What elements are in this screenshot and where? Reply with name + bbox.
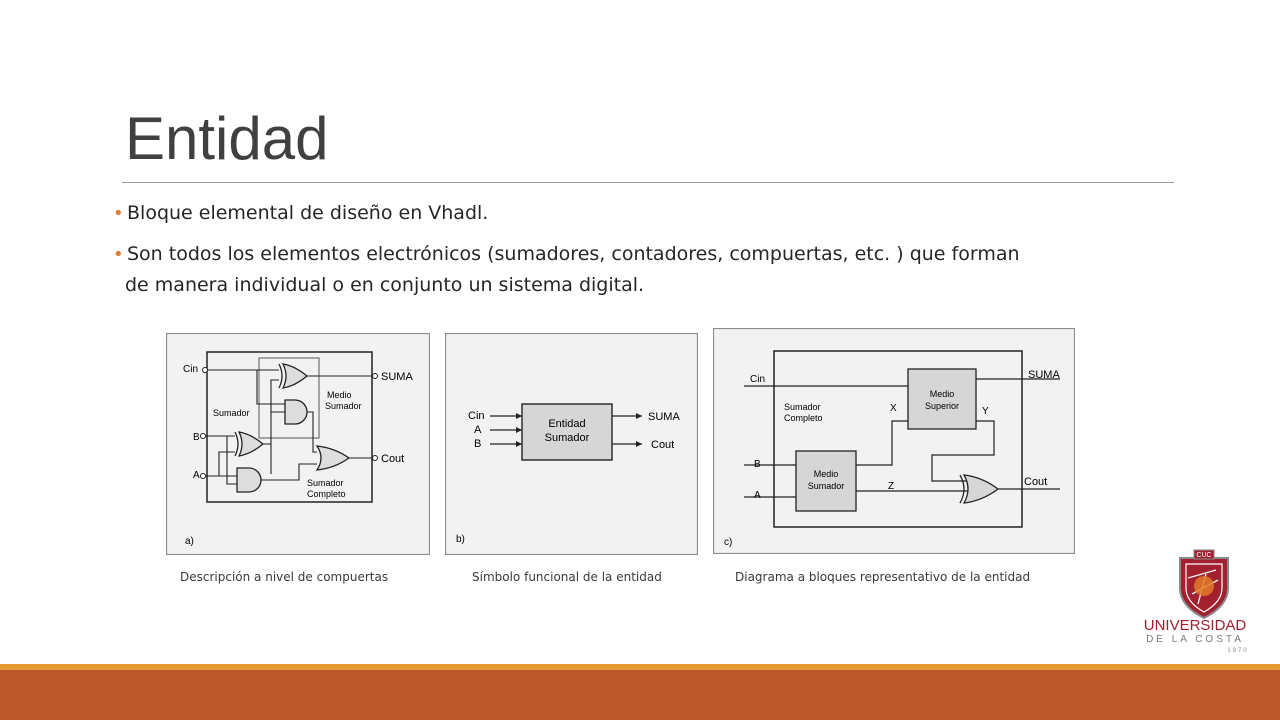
label-cin: Cin (750, 374, 765, 385)
label-medio-sumador-1: Medio (814, 469, 839, 479)
logo-name: UNIVERSIDAD (1144, 617, 1247, 634)
label-completo: Completo (307, 489, 346, 499)
university-crest-icon: CUC UNIVERSIDAD DE LA COSTA 1970 (1144, 549, 1248, 654)
title-divider (122, 182, 1174, 183)
footer-bar (0, 670, 1280, 720)
label-cout: Cout (651, 439, 674, 451)
label-sumador: Sumador (545, 432, 590, 444)
figure-tag: c) (724, 537, 732, 548)
label-a: A (474, 424, 482, 436)
label-sumador-left: Sumador (213, 408, 250, 418)
caption-functional-symbol: Símbolo funcional de la entidad (472, 570, 662, 584)
label-z: Z (888, 481, 894, 492)
university-logo: CUC UNIVERSIDAD DE LA COSTA 1970 (1120, 544, 1270, 654)
bullet-text: Bloque elemental de diseño en Vhadl. (127, 202, 489, 224)
bullet-item: •Bloque elemental de diseño en Vhadl. (113, 198, 1193, 229)
label-suma: SUMA (648, 411, 680, 423)
bullet-dot-icon: • (113, 203, 124, 224)
label-entidad: Entidad (548, 418, 585, 430)
bullet-text-continued: de manera individual o en conjunto un si… (125, 274, 645, 296)
slide-title: Entidad (125, 105, 329, 172)
figure-tag: a) (185, 536, 194, 547)
label-suma: SUMA (381, 371, 413, 383)
label-y: Y (982, 406, 989, 417)
bullet-item: •Son todos los elementos electrónicos (s… (113, 239, 1193, 300)
label-a: A (193, 470, 200, 481)
label-suma: SUMA (1028, 369, 1060, 381)
label-medio: Medio (327, 390, 352, 400)
label-medio-superior-1: Medio (930, 389, 955, 399)
logo-badge: CUC (1196, 552, 1211, 559)
bullet-list: •Bloque elemental de diseño en Vhadl. •S… (113, 198, 1193, 310)
label-x: X (890, 403, 897, 414)
functional-symbol-diagram: Cin A B SUMA Cout Entidad Sumador b) (456, 403, 680, 545)
caption-gate-level: Descripción a nivel de compuertas (180, 570, 389, 584)
footer-accent-stripe (0, 664, 1280, 670)
caption-block-diagram: Diagrama a bloques representativo de la … (735, 570, 1031, 584)
figure-block-diagram: Cin B A SUMA Cout Sumador Completo X Y Z… (713, 328, 1075, 554)
label-b: B (474, 438, 481, 450)
bullet-text: Son todos los elementos electrónicos (su… (127, 243, 1020, 265)
figure-functional-symbol: Cin A B SUMA Cout Entidad Sumador b) (445, 333, 698, 555)
label-a: A (754, 490, 761, 501)
label-medio-superior-2: Superior (925, 401, 959, 411)
label-b: B (193, 432, 200, 443)
label-sumador-completo: Sumador (307, 478, 344, 488)
label-cin: Cin (468, 410, 485, 422)
label-cout: Cout (1024, 476, 1047, 488)
label-completo: Completo (784, 413, 823, 423)
figure-gate-level: Cin B A SUMA Cout Medio Sumador Sumador … (166, 333, 430, 555)
gate-level-diagram: Cin B A SUMA Cout Medio Sumador Sumador … (183, 351, 413, 547)
figure-tag: b) (456, 534, 465, 545)
label-medio-sumador: Sumador (325, 401, 362, 411)
label-cin: Cin (183, 364, 198, 375)
label-cout: Cout (381, 453, 404, 465)
block-diagram: Cin B A SUMA Cout Sumador Completo X Y Z… (724, 350, 1060, 548)
label-sumador: Sumador (784, 402, 821, 412)
bullet-dot-icon: • (113, 244, 124, 265)
label-b: B (754, 459, 761, 470)
logo-year: 1970 (1227, 648, 1248, 654)
label-medio-sumador-2: Sumador (808, 481, 845, 491)
logo-subname: DE LA COSTA (1146, 634, 1244, 645)
